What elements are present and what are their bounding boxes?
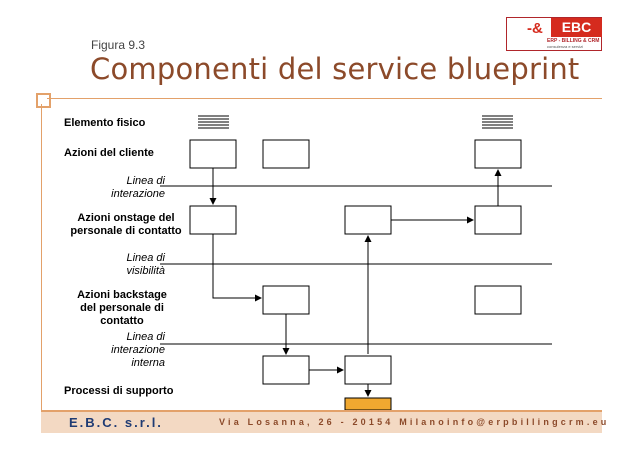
support-process-box [262,355,310,385]
physical-evidence-icon [198,115,229,129]
footer-address: Via Losanna, 26 - 20154 Milano [219,417,447,427]
line-label-visibility: Linea di visibilità [126,252,165,277]
line-label-internal-interaction: Linea di interazione interna [111,331,165,369]
logo-tagline: ERP - BILLING & CRM [547,38,600,44]
company-logo: -& EBC ERP - BILLING & CRM consulenza e … [506,17,602,51]
customer-action-box [474,139,522,169]
accent-square [36,93,51,108]
line-label-interaction: Linea di interazione [111,175,165,200]
row-label-customer-actions: Azioni del cliente [64,147,154,159]
logo-symbol: -& [527,20,543,37]
customer-action-box [189,139,237,169]
row-label-support: Processi di supporto [64,385,174,397]
support-process-box [344,355,392,385]
figure-label: Figura 9.3 [91,38,146,52]
footer-bar: E.B.C. s.r.l. Via Losanna, 26 - 20154 Mi… [41,410,606,433]
backstage-action-box [474,285,522,315]
row-label-backstage: Azioni backstage del personale di contat… [77,289,167,327]
onstage-action-box [189,205,237,235]
page-title: Componenti del service blueprint [90,52,580,86]
onstage-action-box [344,205,392,235]
logo-brand: EBC [551,18,602,37]
physical-evidence-icon [482,115,513,129]
customer-action-box [262,139,310,169]
left-divider [41,104,42,421]
onstage-action-box [474,205,522,235]
row-label-onstage: Azioni onstage del personale di contatto [70,212,182,237]
support-process-box [344,397,392,411]
footer-company: E.B.C. s.r.l. [69,415,163,430]
title-divider [47,98,602,99]
row-label-physical-evidence: Elemento fisico [64,117,146,129]
flow-arrow [212,234,262,302]
backstage-action-box [262,285,310,315]
footer-email[interactable]: info@erpbillingcrm.eu [447,417,610,427]
logo-subtagline: consulenza e servizi [547,44,584,49]
